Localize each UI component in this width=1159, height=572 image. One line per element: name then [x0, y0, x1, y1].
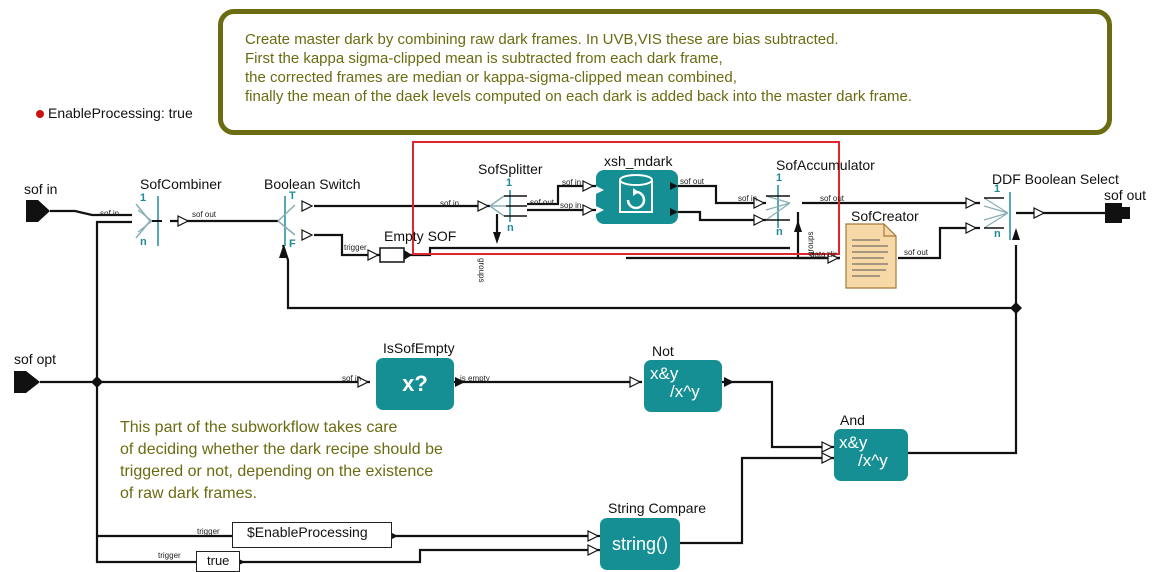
port-arrows [177, 180, 1046, 556]
wire-stringcompare-and [680, 456, 834, 545]
sof-splitter-title: SofSplitter [478, 161, 543, 177]
port-label: data dir [810, 250, 837, 259]
wire-sofin-combiner [50, 209, 132, 217]
sof-opt-port-icon[interactable] [14, 371, 40, 393]
wire-creator-ddf [898, 226, 980, 260]
highlight-box [412, 141, 840, 255]
sof-creator-title: SofCreator [851, 208, 919, 224]
switch-true-label: T [289, 190, 296, 202]
true-constant-text: true [207, 553, 230, 568]
sof-in-port-icon[interactable] [26, 200, 50, 222]
wire-left-trunk [95, 220, 196, 564]
annotation-box: Create master dark by combining raw dark… [218, 9, 1112, 135]
port-label: is empty [460, 374, 490, 383]
annotation-line: First the kappa sigma-clipped mean is su… [245, 50, 723, 67]
port-label: sof out [820, 194, 845, 203]
port-label: sof out [530, 198, 555, 207]
xsh-mdark-actor[interactable] [596, 170, 678, 224]
empty-sof-actor[interactable] [379, 247, 405, 263]
wire-and-control [908, 308, 1018, 455]
ddf-boolean-select-title: DDF Boolean Select [992, 171, 1119, 187]
string-compare-symbol: string() [611, 534, 668, 554]
wire-not-and [722, 380, 834, 449]
true-constant[interactable]: true [196, 551, 240, 572]
annotation-line: Create master dark by combining raw dark… [245, 31, 839, 48]
port-label: trigger [197, 527, 220, 536]
port-label: sof out [904, 248, 929, 257]
sof-accumulator-actor[interactable] [765, 185, 791, 228]
wire-mdark-accumulator [678, 184, 766, 205]
port-label: groups [806, 231, 815, 256]
not-actor[interactable]: x&y /x^y [644, 360, 722, 412]
wire-switch-emptysof [314, 233, 380, 257]
note-line: of deciding whether the dark recipe shou… [120, 441, 443, 458]
refresh-icon [626, 190, 646, 210]
string-compare-title: String Compare [608, 500, 707, 516]
sof-splitter-actor[interactable] [489, 190, 527, 222]
note-line: of raw dark frames. [120, 485, 257, 502]
string-compare-actor[interactable]: string() [600, 518, 680, 570]
sof-opt-label: sof opt [14, 351, 57, 367]
port-label: sof in [738, 194, 758, 203]
note-line: triggered or not, depending on the exist… [120, 463, 434, 480]
parameter-dot-icon [36, 110, 44, 118]
switch-false-label: F [289, 238, 296, 250]
note-line: This part of the subworkflow takes care [120, 419, 398, 436]
boolean-switch-actor[interactable] [277, 196, 296, 246]
empty-sof-title: Empty SOF [384, 228, 457, 244]
enable-processing-parameter[interactable]: EnableProcessing: true [48, 105, 193, 121]
splitter-n-label: n [507, 222, 514, 234]
and-symbol-bottom: /x^y [858, 451, 888, 470]
wire-splitter-mdark-1 [527, 184, 596, 206]
enable-processing-expression-text: $EnableProcessing [247, 524, 368, 540]
sof-in-label: sof in [24, 181, 58, 197]
port-label: groups [477, 258, 486, 283]
enable-processing-expression[interactable]: $EnableProcessing [232, 522, 392, 548]
port-label: sof out [680, 177, 705, 186]
port-label: sof in [100, 209, 120, 218]
boolean-switch-title: Boolean Switch [264, 176, 361, 192]
splitter-one-label: 1 [506, 177, 513, 189]
annotation-line: finally the mean of the daek levels comp… [245, 88, 913, 105]
and-symbol-top: x&y [839, 433, 868, 452]
ddf-n-label: n [994, 228, 1001, 240]
port-label: trigger [344, 243, 367, 252]
port-label: sof out [192, 210, 217, 219]
relation-diamonds [91, 302, 1022, 388]
accumulator-n-label: n [776, 226, 783, 238]
ddf-one-label: 1 [994, 183, 1001, 195]
relations [40, 184, 1105, 564]
external-ports [14, 200, 1130, 393]
and-actor[interactable]: x&y /x^y [834, 429, 908, 481]
wire-true-compare [240, 548, 600, 564]
combiner-n-label: n [140, 236, 147, 248]
sof-out-label: sof out [1104, 187, 1147, 203]
port-label: sof in [440, 199, 460, 208]
not-title: Not [652, 343, 674, 359]
sof-combiner-title: SofCombiner [140, 176, 222, 192]
combiner-one-label: 1 [140, 192, 147, 204]
sof-combiner-actor[interactable] [135, 196, 162, 246]
not-symbol-bottom: /x^y [670, 382, 700, 401]
wire-mdark-accumulator-2 [678, 210, 766, 222]
not-symbol-top: x&y [650, 364, 679, 383]
xsh-mdark-title: xsh_mdark [604, 153, 673, 169]
sof-creator-actor[interactable] [845, 223, 897, 289]
annotation-line: the corrected frames are median or kappa… [245, 69, 737, 86]
port-label: sof in [342, 374, 362, 383]
accumulator-one-label: 1 [776, 172, 783, 184]
port-label: sof in [562, 178, 582, 187]
port-label: sop in [560, 201, 582, 210]
port-label: trigger [158, 551, 181, 560]
is-sof-empty-actor[interactable]: x? [376, 358, 454, 410]
and-title: And [840, 412, 865, 428]
is-sof-empty-title: IsSofEmpty [383, 340, 455, 356]
wire-feedback-switch [281, 244, 1016, 310]
sof-out-port-icon[interactable] [1105, 203, 1122, 223]
ddf-boolean-select-actor[interactable] [983, 192, 1011, 240]
is-sof-empty-symbol: x? [402, 371, 428, 396]
sof-accumulator-title: SofAccumulator [776, 157, 875, 173]
